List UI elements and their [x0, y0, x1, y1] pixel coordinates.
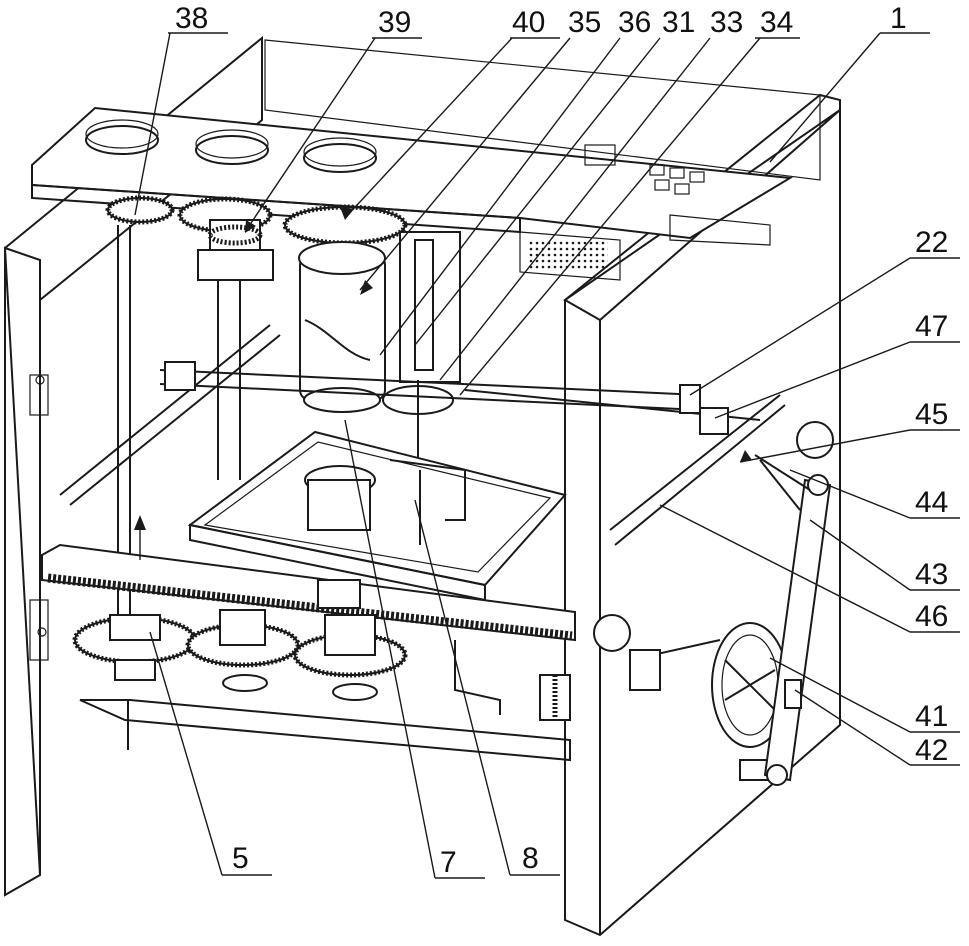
label-46: 46: [915, 600, 948, 633]
label-7: 7: [440, 846, 457, 879]
label-34: 34: [760, 6, 793, 39]
lower-gear-7: [295, 615, 405, 700]
label-44: 44: [915, 486, 948, 519]
label-38: 38: [175, 2, 208, 35]
label-41: 41: [915, 700, 948, 733]
lower-gear-5: [75, 615, 195, 680]
label-45: 45: [915, 398, 948, 431]
label-33: 33: [710, 6, 743, 39]
label-22: 22: [915, 226, 948, 259]
label-5: 5: [232, 842, 249, 875]
label-8: 8: [522, 842, 539, 875]
label-40: 40: [512, 6, 545, 39]
label-39: 39: [378, 6, 411, 39]
label-31: 31: [662, 6, 695, 39]
label-35: 35: [568, 6, 601, 39]
label-42: 42: [915, 734, 948, 767]
label-47: 47: [915, 310, 948, 343]
lower-gear-mid: [188, 610, 298, 691]
label-36: 36: [618, 6, 651, 39]
label-1: 1: [890, 2, 907, 35]
label-43: 43: [915, 558, 948, 591]
